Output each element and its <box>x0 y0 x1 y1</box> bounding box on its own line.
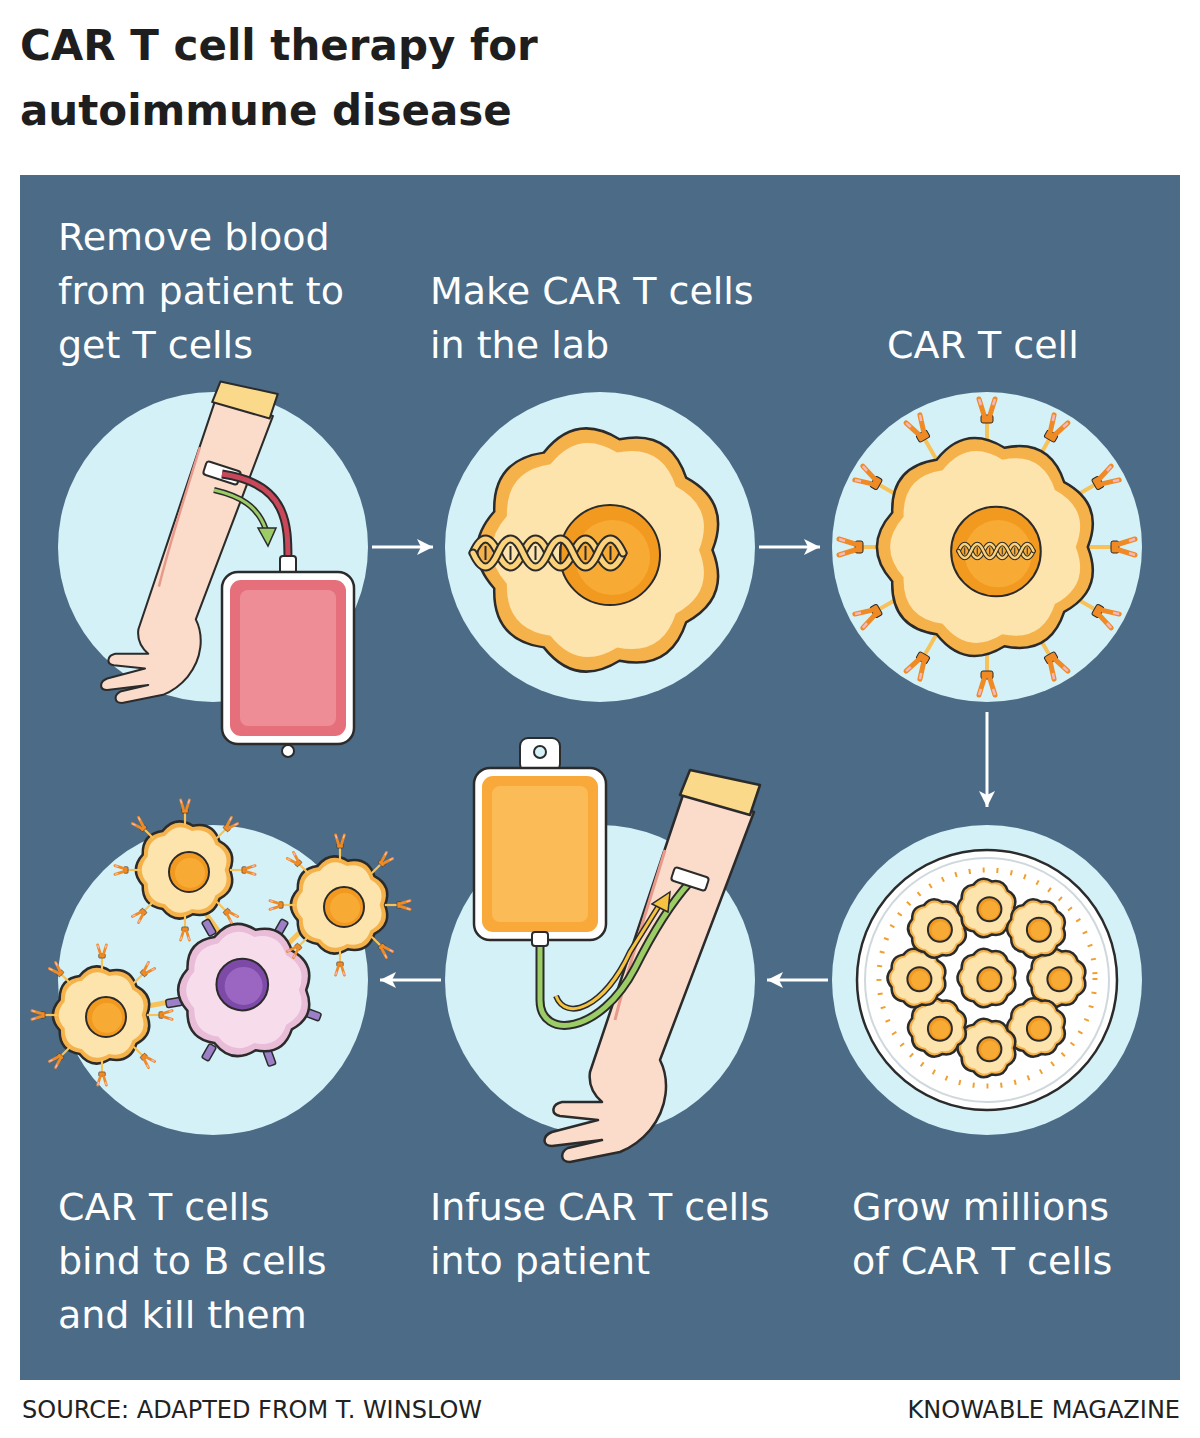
flow-arrow <box>759 546 820 549</box>
car-t-cell-illustration <box>1071 466 1119 503</box>
car-t-cell-illustration <box>1089 539 1135 555</box>
car-t-cell-illustration <box>959 544 1034 558</box>
infusion-illustration <box>474 768 606 940</box>
blood-draw-illustration <box>240 590 336 726</box>
infusion-illustration <box>482 776 598 932</box>
step-caption: CAR T cells bind to B cells and kill the… <box>58 1180 358 1342</box>
culture-dish-illustration <box>857 850 1117 1110</box>
step-circle: CAR T cell <box>832 392 1142 702</box>
infusion-illustration <box>556 904 660 1009</box>
diagram-title: CAR T cell therapy for autoimmune diseas… <box>20 13 680 143</box>
infusion-illustration <box>474 738 760 1162</box>
step-caption: Infuse CAR T cells into patient <box>430 1180 790 1288</box>
binding-illustration <box>202 919 217 937</box>
engineered-cell-illustration <box>473 428 718 671</box>
culture-dish-illustration <box>958 949 1016 1007</box>
engineered-cell-illustration <box>477 428 718 671</box>
car-t-cell-illustration <box>1031 631 1068 679</box>
step-caption: Grow millions of CAR T cells <box>852 1180 1142 1288</box>
blood-draw-illustration <box>101 382 354 757</box>
car-t-cell-illustration <box>855 466 903 503</box>
flow-arrow <box>372 546 433 549</box>
binding-illustration <box>304 1008 322 1021</box>
car-t-cell-illustration <box>979 649 995 695</box>
step-caption: Make CAR T cells in the lab <box>430 264 775 372</box>
culture-dish-illustration <box>865 858 1109 1102</box>
step-circle: Make CAR T cells in the lab <box>445 392 755 702</box>
step-caption: Remove blood from patient to get T cells <box>58 210 348 372</box>
car-t-cell-illustration <box>839 539 885 555</box>
culture-dish-illustration <box>879 870 1095 1086</box>
blood-draw-illustration <box>214 490 266 530</box>
infusion-illustration <box>532 932 548 946</box>
binding-illustration <box>202 1043 217 1061</box>
binding-illustration <box>115 800 255 940</box>
blood-draw-illustration <box>258 528 276 546</box>
car-t-cell-illustration <box>979 399 995 445</box>
binding-illustration <box>178 924 309 1056</box>
step-text: Grow millions of CAR T cells <box>852 1180 1142 1288</box>
culture-dish-illustration <box>857 850 1117 1110</box>
step-circle: Remove blood from patient to get T cells <box>58 392 368 702</box>
infusion-illustration <box>520 738 560 772</box>
culture-dish-illustration <box>908 899 966 957</box>
infusion-illustration <box>540 882 690 1025</box>
culture-dish-illustration <box>888 949 946 1007</box>
blood-draw-illustration <box>214 490 266 530</box>
flow-arrow <box>767 979 828 982</box>
blood-draw-illustration <box>101 382 278 703</box>
car-t-cell-illustration <box>906 631 943 679</box>
blood-draw-illustration <box>280 556 296 574</box>
engineered-cell-illustration <box>473 539 623 567</box>
culture-dish-illustration <box>958 879 1016 937</box>
infusion-illustration <box>671 867 710 891</box>
binding-illustration <box>274 919 289 937</box>
step-text: Make CAR T cells in the lab <box>430 264 775 372</box>
infusion-illustration <box>556 904 660 1009</box>
infusion-illustration <box>492 786 588 922</box>
blood-draw-illustration <box>203 461 242 485</box>
binding-illustration <box>32 800 410 1085</box>
binding-illustration <box>148 914 300 1006</box>
binding-illustration <box>166 997 183 1008</box>
car-t-cell-illustration <box>1071 591 1119 628</box>
step-circle: Infuse CAR T cells into patient <box>445 825 755 1135</box>
step-text: Infuse CAR T cells into patient <box>430 1180 790 1288</box>
infusion-illustration <box>540 882 690 1025</box>
step-circle: Grow millions of CAR T cells <box>832 825 1142 1135</box>
infusion-illustration <box>534 746 546 758</box>
step-text: Remove blood from patient to get T cells <box>58 210 348 372</box>
car-t-cell-illustration <box>855 591 903 628</box>
binding-illustration <box>263 1049 276 1067</box>
step-caption: CAR T cell <box>887 318 1177 372</box>
source-note: KNOWABLE MAGAZINE <box>908 1395 1180 1425</box>
culture-dish-illustration <box>1007 998 1065 1056</box>
flow-arrow <box>380 979 441 982</box>
infusion-illustration <box>545 770 761 1162</box>
blood-draw-illustration <box>230 580 346 736</box>
blood-draw-illustration <box>222 572 354 744</box>
step-circle: CAR T cells bind to B cells and kill the… <box>58 825 368 1135</box>
culture-dish-illustration <box>1028 949 1086 1007</box>
source-note: SOURCE: ADAPTED FROM T. WINSLOW <box>22 1395 482 1425</box>
step-text: CAR T cells bind to B cells and kill the… <box>58 1180 358 1342</box>
binding-illustration <box>270 835 410 975</box>
flow-arrow <box>986 712 989 807</box>
blood-draw-illustration <box>282 745 294 757</box>
car-t-cell-illustration <box>877 438 1093 656</box>
blood-draw-illustration <box>222 474 288 562</box>
blood-draw-illustration <box>222 474 288 562</box>
culture-dish-illustration <box>908 998 966 1056</box>
binding-illustration <box>32 945 172 1085</box>
culture-dish-illustration <box>958 1019 1016 1077</box>
infusion-illustration <box>652 892 670 912</box>
car-t-cell-illustration <box>906 415 943 463</box>
car-t-cell-illustration <box>1031 415 1068 463</box>
culture-dish-illustration <box>1007 899 1065 957</box>
car-t-cell-illustration <box>839 399 1135 695</box>
step-text: CAR T cell <box>887 318 1177 372</box>
